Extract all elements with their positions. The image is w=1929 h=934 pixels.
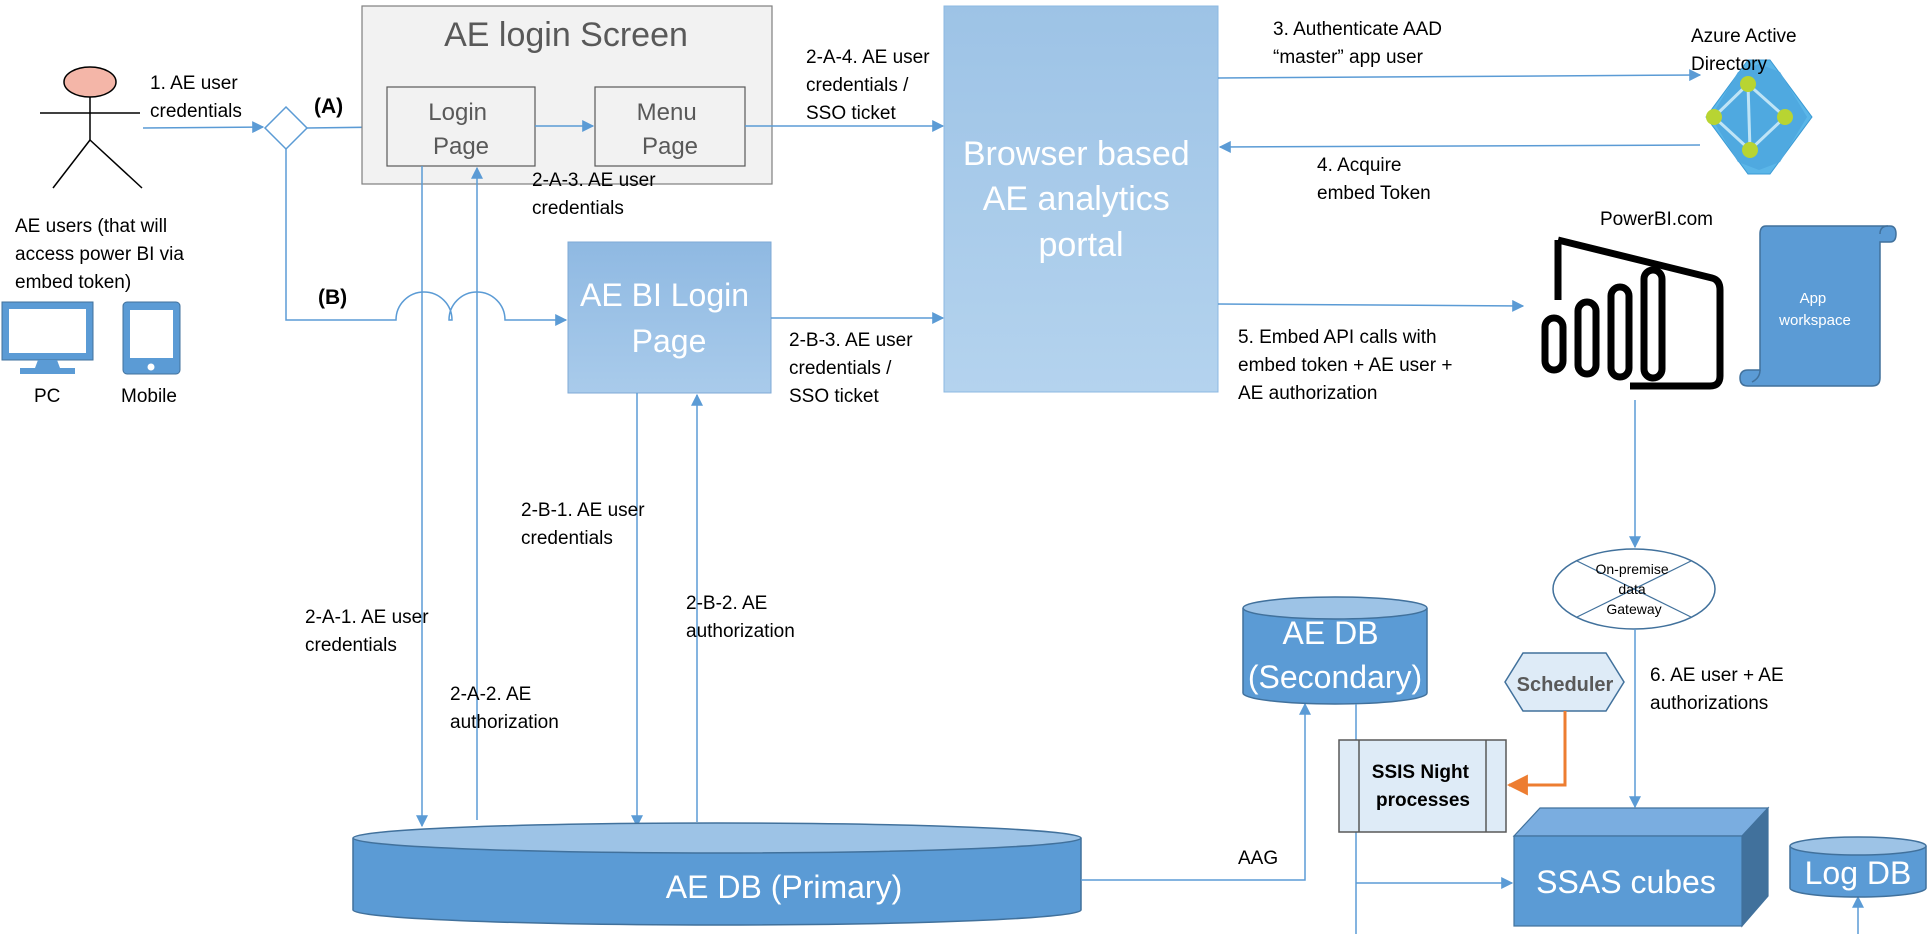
scheduler-shape [1504, 652, 1625, 712]
azure-ad-label: Azure Active Directory [1691, 26, 1802, 75]
user-actor-icon [40, 66, 143, 189]
ae-db-primary-label: AE DB (Primary) [666, 869, 902, 905]
label-step5: 5. Embed API calls with embed token + AE… [1238, 327, 1458, 404]
app-workspace-label: App workspace [1778, 290, 1851, 329]
label-a1: 2-A-1. AE user credentials [305, 607, 434, 656]
log-db-label: Log DB [1805, 855, 1912, 891]
analytics-portal-box [943, 5, 1219, 393]
ssas-label: SSAS cubes [1536, 864, 1716, 900]
mobile-icon [122, 301, 181, 375]
edge-aag [1081, 702, 1311, 881]
label-path-a: (A) [314, 95, 343, 118]
scheduler-label: Scheduler [1517, 674, 1614, 696]
edge-step1 [142, 121, 265, 134]
login-page-label: Login Page [428, 99, 493, 160]
pc-icon [1, 301, 94, 374]
ae-db-primary-cylinder [352, 822, 1082, 926]
ssas-cube [1512, 806, 1770, 928]
ssis-label: SSIS Night processes [1372, 762, 1474, 811]
edge-step3 [1217, 69, 1702, 82]
powerbi-icon [1541, 236, 1724, 390]
azure-ad-icon [1705, 59, 1813, 175]
gateway-icon [1552, 548, 1716, 630]
edge-step4 [1218, 140, 1701, 153]
edge-scheduler-to-ssis [1506, 711, 1567, 796]
powerbi-label: PowerBI.com [1600, 209, 1713, 230]
label-b3: 2-B-3. AE user credentials / SSO ticket [789, 330, 918, 407]
edge-decision-to-bi-login [285, 149, 568, 326]
app-workspace-icon [1739, 225, 1897, 387]
login-page-box [386, 86, 536, 167]
bi-login-page-label: AE BI Login Page [580, 277, 758, 359]
label-step4: 4. Acquire embed Token [1317, 155, 1431, 204]
mobile-label: Mobile [121, 386, 177, 407]
label-step3: 3. Authenticate AAD “master” app user [1273, 19, 1447, 68]
ae-db-secondary-cylinder [1242, 596, 1428, 705]
label-a2: 2-A-2. AE authorization [450, 684, 559, 733]
edge-step5 [1217, 299, 1525, 312]
label-a4: 2-A-4. AE user credentials / SSO ticket [806, 47, 935, 124]
label-path-b: (B) [318, 286, 347, 309]
ae-db-secondary-label: AE DB (Secondary) [1248, 615, 1422, 695]
actor-caption: AE users (that will access power BI via … [15, 216, 189, 293]
label-step6: 6. AE user + AE authorizations [1650, 665, 1789, 714]
label-step1: 1. AE user credentials [150, 73, 243, 122]
decision-diamond [263, 105, 309, 151]
label-b2: 2-B-2. AE authorization [686, 593, 795, 642]
login-screen-title: AE login Screen [444, 16, 688, 54]
label-aag: AAG [1238, 848, 1278, 869]
menu-page-label: Menu Page [637, 99, 704, 160]
pc-label: PC [34, 386, 60, 407]
gateway-label: On-premise data Gateway [1595, 561, 1672, 617]
label-b1: 2-B-1. AE user credentials [521, 500, 650, 549]
ssis-box [1338, 739, 1507, 833]
label-a3: 2-A-3. AE user credentials [532, 170, 661, 219]
log-db-cylinder [1789, 836, 1927, 898]
edge-secondary-to-logdb [1852, 895, 1864, 934]
analytics-portal-label: Browser based AE analytics portal [963, 135, 1199, 264]
bi-login-page-box [567, 241, 772, 394]
